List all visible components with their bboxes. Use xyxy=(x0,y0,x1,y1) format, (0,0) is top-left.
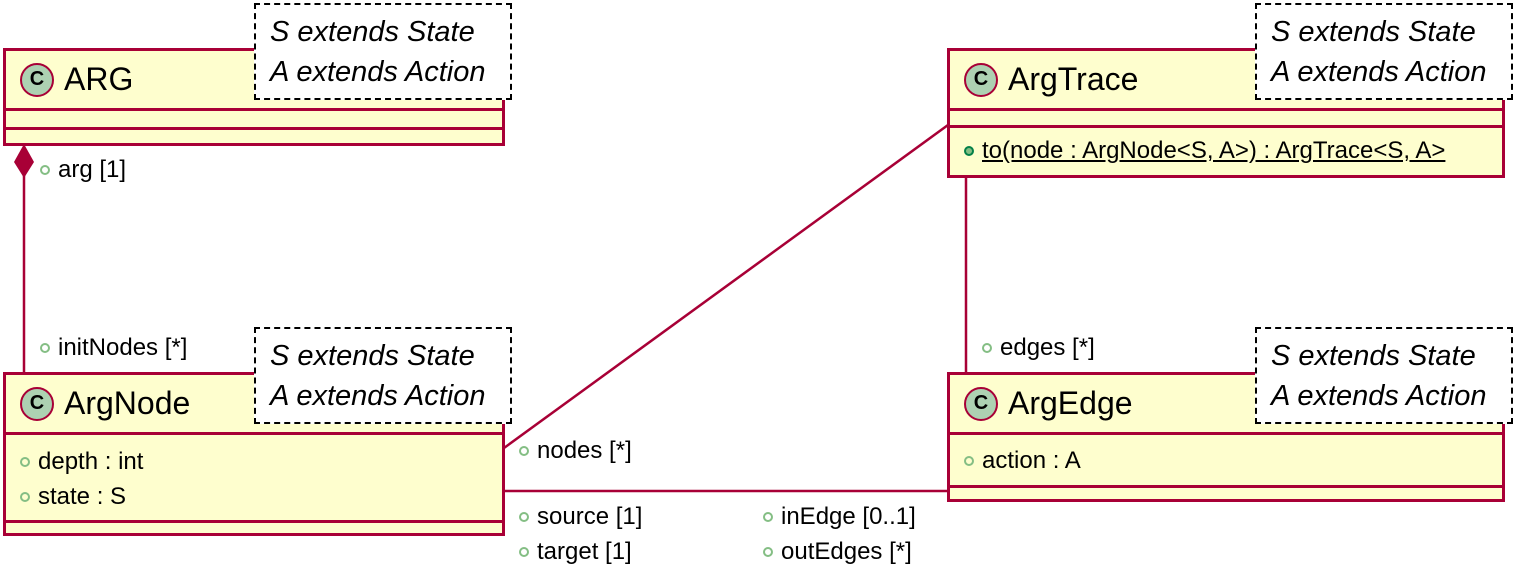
attribute-compartment: action : A xyxy=(950,435,1502,488)
type-params-argtrace: S extends State A extends Action xyxy=(1255,3,1513,100)
composition-diamond xyxy=(14,144,34,178)
public-field-icon xyxy=(763,512,773,522)
public-field-icon xyxy=(519,446,529,456)
role-label: target [1] xyxy=(537,538,632,565)
class-argedge[interactable]: C ArgEdge action : A xyxy=(947,372,1505,502)
type-param: S extends State xyxy=(1271,16,1476,48)
class-name: ARG xyxy=(64,61,134,97)
class-header: C ArgEdge xyxy=(950,375,1502,435)
attribute-state[interactable]: state : S xyxy=(20,479,502,514)
public-field-icon xyxy=(40,165,50,175)
role-nodes: nodes [*] xyxy=(519,437,632,465)
class-c-icon: C xyxy=(964,62,998,97)
type-param: A extends Action xyxy=(1271,56,1487,88)
method-to[interactable]: to(node : ArgNode<S, A>) : ArgTrace<S, A… xyxy=(950,128,1502,165)
type-param: A extends Action xyxy=(1271,380,1487,412)
attribute-label: action : A xyxy=(982,446,1081,474)
role-arg: arg [1] xyxy=(40,156,126,184)
role-label: source [1] xyxy=(537,503,643,530)
class-header: C ArgNode xyxy=(6,375,502,435)
class-name: ArgTrace xyxy=(1008,61,1139,97)
role-label: initNodes [*] xyxy=(58,334,188,361)
class-name: ArgEdge xyxy=(1008,385,1133,421)
attribute-compartment xyxy=(6,111,502,130)
role-label: nodes [*] xyxy=(537,437,632,464)
public-field-icon xyxy=(519,547,529,557)
type-params-argedge: S extends State A extends Action xyxy=(1255,327,1513,424)
type-params-argnode: S extends State A extends Action xyxy=(254,327,512,424)
class-name: ArgNode xyxy=(64,385,191,421)
class-c-icon: C xyxy=(20,62,54,97)
method-signature: to(node : ArgNode<S, A>) : ArgTrace<S, A… xyxy=(982,137,1446,164)
attribute-compartment: depth : int state : S xyxy=(6,435,502,523)
class-c-icon: C xyxy=(20,386,54,421)
role-out-edges: outEdges [*] xyxy=(763,538,912,566)
type-param: S extends State xyxy=(1271,340,1476,372)
type-param: A extends Action xyxy=(270,380,486,412)
class-c-icon: C xyxy=(964,386,998,421)
attribute-compartment xyxy=(950,111,1502,128)
type-param: A extends Action xyxy=(270,56,486,88)
public-field-icon xyxy=(40,343,50,353)
public-field-icon xyxy=(20,456,30,467)
attribute-label: depth : int xyxy=(38,447,144,475)
public-field-icon xyxy=(20,491,30,502)
class-header: C ARG xyxy=(6,51,502,111)
public-field-icon xyxy=(763,547,773,557)
role-source: source [1] xyxy=(519,503,642,531)
public-method-icon xyxy=(964,146,974,156)
role-target: target [1] xyxy=(519,538,632,566)
role-label: inEdge [0..1] xyxy=(781,503,916,530)
type-param: S extends State xyxy=(270,16,475,48)
role-edges: edges [*] xyxy=(982,334,1095,362)
role-init-nodes: initNodes [*] xyxy=(40,334,187,362)
attribute-depth[interactable]: depth : int xyxy=(20,444,502,479)
type-params-arg: S extends State A extends Action xyxy=(254,3,512,100)
public-field-icon xyxy=(964,455,974,466)
attribute-label: state : S xyxy=(38,482,127,510)
role-label: edges [*] xyxy=(1000,334,1095,361)
role-label: outEdges [*] xyxy=(781,538,912,565)
attribute-action[interactable]: action : A xyxy=(964,443,1502,478)
role-in-edge: inEdge [0..1] xyxy=(763,503,916,531)
method-compartment: to(node : ArgNode<S, A>) : ArgTrace<S, A… xyxy=(950,128,1502,165)
association-argnode-argtrace xyxy=(503,123,949,450)
type-param: S extends State xyxy=(270,340,475,372)
class-header: C ArgTrace xyxy=(950,51,1502,111)
public-field-icon xyxy=(982,343,992,353)
role-label: arg [1] xyxy=(58,156,127,183)
public-field-icon xyxy=(519,512,529,522)
